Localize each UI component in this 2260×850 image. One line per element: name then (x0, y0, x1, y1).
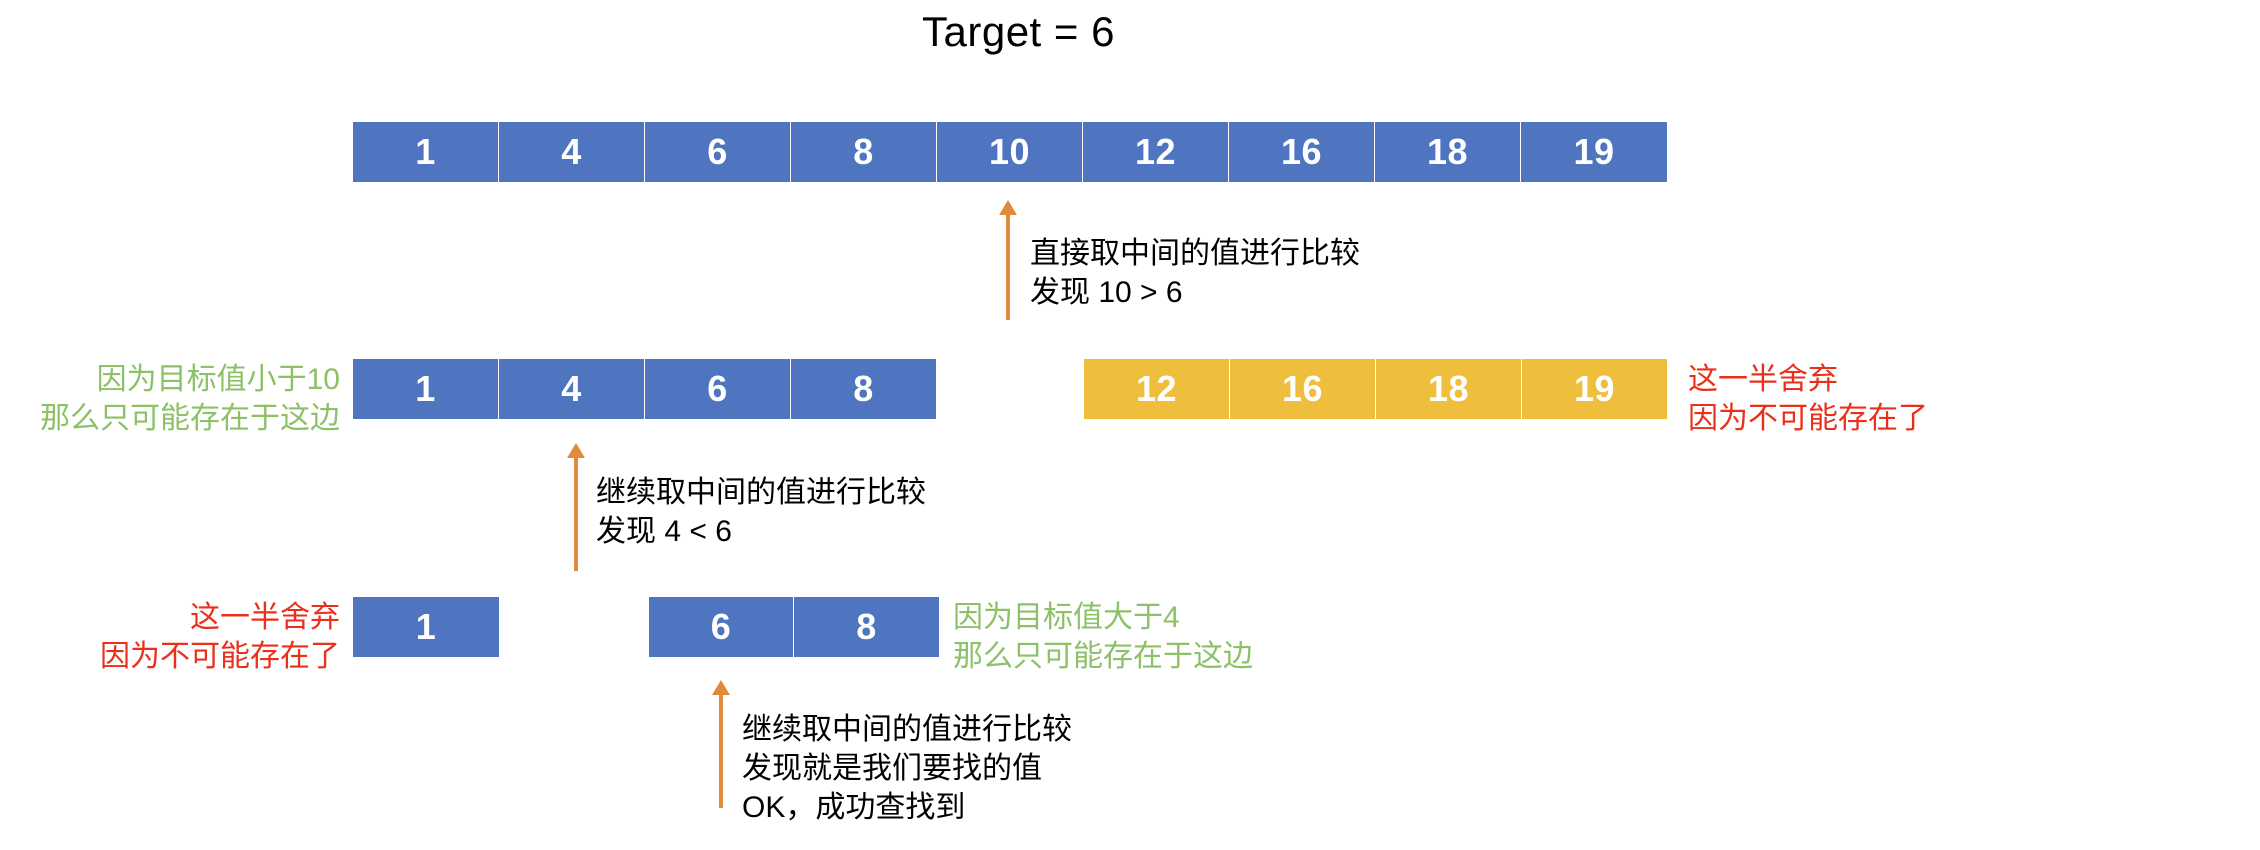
row2-kept-cell-2: 6 (644, 358, 791, 420)
arrow-head-icon (712, 680, 730, 695)
row2-left-label-line-2: 那么只可能存在于这边 (40, 402, 340, 435)
row2-kept-cell-3: 8 (790, 358, 937, 420)
note-step-2: 继续取中间的值进行比较 发现 4 < 6 (596, 473, 926, 551)
note-step-2-line-2: 发现 4 < 6 (596, 515, 732, 548)
row3-left-label: 这一半舍弃 因为不可能存在了 (0, 598, 340, 676)
note-step-1: 直接取中间的值进行比较 发现 10 > 6 (1030, 234, 1360, 312)
note-step-2-line-1: 继续取中间的值进行比较 (596, 476, 926, 509)
row2-left-label: 因为目标值小于10 那么只可能存在于这边 (0, 360, 340, 438)
row3-left-label-line-2: 因为不可能存在了 (100, 640, 340, 673)
row1-cell-3: 8 (790, 121, 937, 183)
row1-cell-0: 1 (352, 121, 499, 183)
note-step-3-line-3: OK，成功查找到 (742, 791, 966, 824)
arrow-step-1 (996, 200, 1020, 320)
arrow-step-3 (709, 680, 733, 808)
arrow-head-icon (567, 443, 585, 458)
row3-right-label-line-2: 那么只可能存在于这边 (953, 640, 1253, 673)
row1-cell-4: 10 (936, 121, 1083, 183)
note-step-1-line-1: 直接取中间的值进行比较 (1030, 237, 1360, 270)
row3-kept-cell-1: 8 (793, 596, 940, 658)
row2-right-label-line-1: 这一半舍弃 (1688, 363, 1838, 396)
row2-discarded-cell-1: 16 (1229, 358, 1376, 420)
row2-discarded-cell-0: 12 (1083, 358, 1230, 420)
row1-cell-8: 19 (1520, 121, 1668, 183)
arrow-head-icon (999, 200, 1017, 215)
row3-discarded-cell-0: 1 (352, 596, 500, 658)
row1-cell-7: 18 (1374, 121, 1521, 183)
row3-kept-cell-0: 6 (648, 596, 794, 658)
row2-left-label-line-1: 因为目标值小于10 (96, 363, 340, 396)
page-title: Target = 6 (922, 8, 1115, 55)
note-step-3-line-1: 继续取中间的值进行比较 (742, 713, 1072, 746)
note-step-1-line-2: 发现 10 > 6 (1030, 276, 1183, 309)
row3-left-label-line-1: 这一半舍弃 (190, 601, 340, 634)
note-step-3: 继续取中间的值进行比较 发现就是我们要找的值 OK，成功查找到 (742, 710, 1072, 827)
row1-cell-5: 12 (1082, 121, 1229, 183)
row2-kept-cell-0: 1 (352, 358, 499, 420)
row3-right-label: 因为目标值大于4 那么只可能存在于这边 (953, 598, 1253, 676)
row1-cell-6: 16 (1228, 121, 1375, 183)
row2-kept-cell-1: 4 (498, 358, 645, 420)
row2-right-label: 这一半舍弃 因为不可能存在了 (1688, 360, 1928, 438)
row2-discarded-cell-2: 18 (1375, 358, 1522, 420)
arrow-step-2 (564, 443, 588, 571)
note-step-3-line-2: 发现就是我们要找的值 (742, 752, 1042, 785)
row1-cell-1: 4 (498, 121, 645, 183)
row3-right-label-line-1: 因为目标值大于4 (953, 601, 1180, 634)
row2-discarded-cell-3: 19 (1521, 358, 1668, 420)
row2-right-label-line-2: 因为不可能存在了 (1688, 402, 1928, 435)
row1-cell-2: 6 (644, 121, 791, 183)
